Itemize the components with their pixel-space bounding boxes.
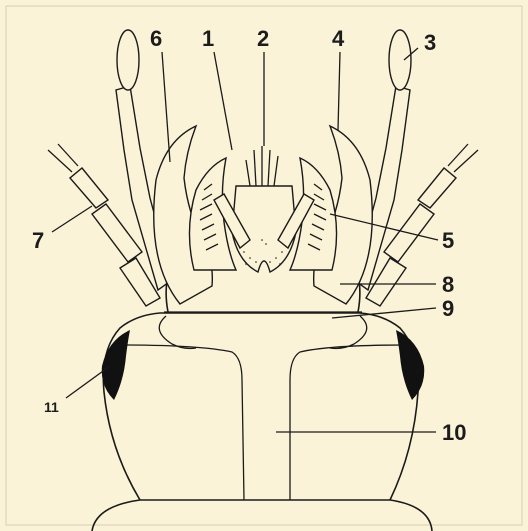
label-4: 4 — [332, 26, 345, 51]
label-10: 10 — [442, 420, 466, 445]
label-8: 8 — [442, 272, 454, 297]
label-2: 2 — [257, 26, 269, 51]
label-6: 6 — [150, 26, 162, 51]
label-9: 9 — [442, 296, 454, 321]
label-7: 7 — [32, 228, 44, 253]
label-11: 11 — [44, 399, 59, 415]
label-3: 3 — [424, 30, 436, 55]
maxillary-palp-right-tip — [389, 30, 411, 90]
maxillary-palp-left-tip — [117, 30, 139, 90]
label-1: 1 — [202, 26, 214, 51]
label-5: 5 — [442, 228, 454, 253]
